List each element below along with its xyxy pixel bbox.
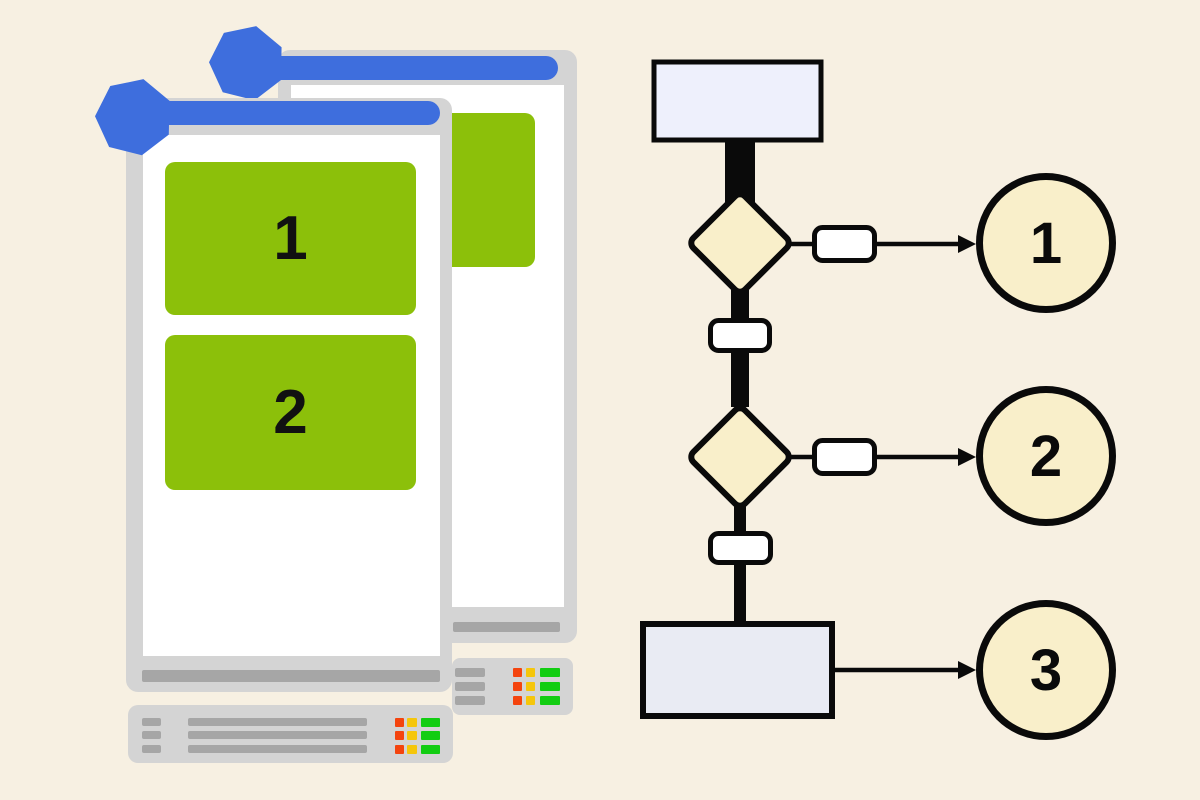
start-node — [651, 59, 824, 143]
front-panel-row-bar — [188, 731, 367, 739]
yellow-chip — [407, 745, 417, 754]
yellow-chip — [407, 731, 417, 740]
outcome-3-label: 3 — [1030, 638, 1062, 703]
front-panel-row-square — [142, 718, 161, 726]
back-footer-bar — [453, 622, 560, 632]
yellow-chip — [526, 668, 535, 677]
front-status-panel — [128, 705, 453, 763]
front-panel-row-bar — [188, 718, 367, 726]
outcome-circle-3 — [976, 600, 1116, 740]
yellow-chip — [407, 718, 417, 727]
variant-1-label: 1 — [273, 203, 308, 273]
red-chip — [513, 682, 522, 691]
yellow-chip — [526, 682, 535, 691]
green-chip — [421, 731, 440, 740]
arrowhead-icon — [958, 235, 976, 253]
outcome-circle-1 — [976, 173, 1116, 313]
front-panel-row-bar — [188, 745, 367, 753]
green-chip — [540, 668, 560, 677]
green-chip — [421, 718, 440, 727]
red-chip — [513, 668, 522, 677]
front-browser-card: 1 2 — [126, 98, 452, 692]
outcome-2-label: 2 — [1030, 424, 1062, 489]
front-footer-bar — [142, 670, 440, 682]
outcome-circle-2 — [976, 386, 1116, 526]
end-node — [640, 621, 835, 719]
connector-pill-mid — [708, 318, 772, 353]
back-url-bar — [247, 56, 558, 80]
green-chip — [421, 745, 440, 754]
arrowhead-icon — [958, 448, 976, 466]
front-url-bar — [134, 101, 440, 125]
yellow-chip — [526, 696, 535, 705]
red-chip — [395, 731, 404, 740]
variant-block-2: 2 — [165, 335, 416, 490]
decision-diamond-1 — [688, 191, 792, 295]
green-chip — [540, 682, 560, 691]
decision-diamond-2 — [688, 405, 792, 509]
arrowhead-icon — [958, 661, 976, 679]
red-chip — [395, 745, 404, 754]
back-panel-row-bar — [455, 682, 485, 691]
branch-pill-2 — [812, 438, 877, 476]
back-status-panel — [452, 658, 573, 715]
green-chip — [540, 696, 560, 705]
outcome-1-label: 1 — [1030, 211, 1062, 276]
back-panel-row-bar — [455, 668, 485, 677]
back-heptagon-pin-icon — [209, 26, 282, 101]
front-panel-row-square — [142, 745, 161, 753]
red-chip — [395, 718, 404, 727]
red-chip — [513, 696, 522, 705]
connector-pill-low — [708, 531, 773, 565]
variant-2-label: 2 — [273, 377, 308, 447]
branch-pill-1 — [812, 225, 877, 263]
front-panel-row-square — [142, 731, 161, 739]
front-heptagon-pin-icon — [95, 79, 170, 156]
variant-block-1: 1 — [165, 162, 416, 315]
back-panel-row-bar — [455, 696, 485, 705]
